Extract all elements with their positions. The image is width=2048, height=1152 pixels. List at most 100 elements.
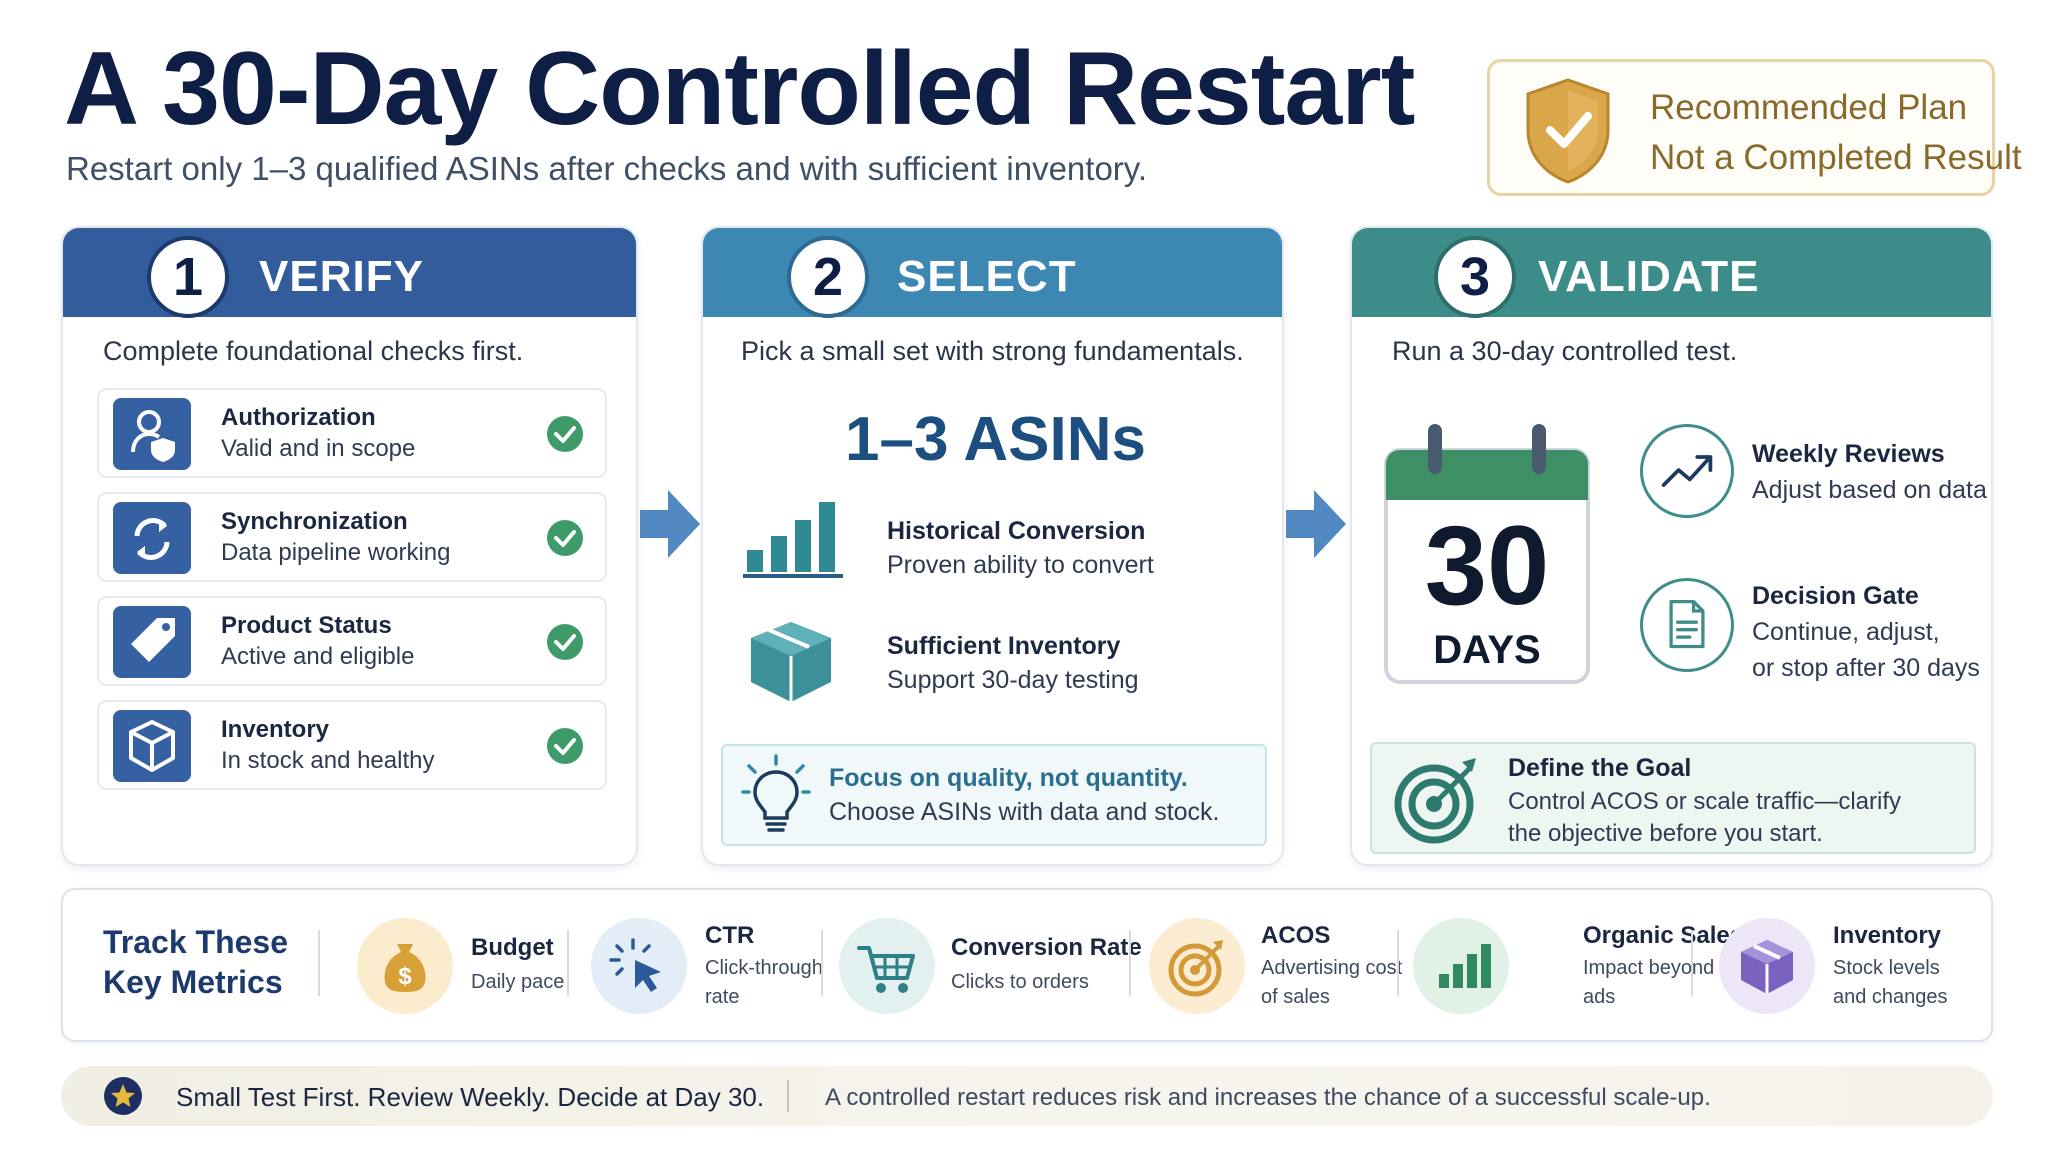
feature-desc: Proven ability to convert — [887, 551, 1154, 579]
step-number: 3 — [1434, 236, 1516, 318]
check-item-synchronization: Synchronization Data pipeline working — [97, 492, 607, 582]
metric-desc: Stock levels — [1833, 957, 1940, 979]
step-title: SELECT — [897, 252, 1077, 301]
metric-desc: Click-through — [705, 957, 823, 979]
quality-tip: Focus on quality, not quantity. Choose A… — [721, 744, 1267, 846]
badge-line-1: Recommended Plan — [1650, 88, 1968, 127]
metric-title: Conversion Rate — [951, 934, 1142, 961]
asin-highlight: 1–3 ASINs — [845, 405, 1146, 474]
divider — [787, 1080, 789, 1112]
metric-title: Inventory — [1833, 922, 1942, 949]
goal-title: Define the Goal — [1508, 754, 1692, 782]
step-intro: Run a 30-day controlled test. — [1392, 336, 1738, 366]
box-icon — [113, 710, 191, 782]
key-metrics-panel: Track These Key Metrics $ Budget Daily p… — [61, 888, 1993, 1042]
metric-desc: of sales — [1261, 986, 1330, 1008]
star-icon — [104, 1077, 142, 1115]
metric-title: ACOS — [1261, 922, 1331, 949]
check-title: Product Status — [221, 612, 392, 639]
metric-title: CTR — [705, 922, 755, 949]
box-icon — [1719, 918, 1815, 1014]
metric-desc: rate — [705, 986, 740, 1008]
metric-title: Budget — [471, 934, 554, 961]
goal-desc: the objective before you start. — [1508, 820, 1823, 847]
metrics-heading-line: Track These — [103, 924, 288, 960]
calendar-30-days: 30 DAYS — [1382, 420, 1592, 686]
check-circle-icon — [547, 416, 583, 452]
validate-item-desc: or stop after 30 days — [1752, 654, 1980, 682]
step-card-verify: 1 VERIFY Complete foundational checks fi… — [61, 226, 638, 866]
lightbulb-icon — [741, 754, 811, 832]
target-icon — [1149, 918, 1245, 1014]
check-desc: Data pipeline working — [221, 539, 451, 566]
check-item-product-status: Product Status Active and eligible — [97, 596, 607, 686]
validate-item-desc: Adjust based on data — [1752, 476, 1987, 504]
footer-banner: Small Test First. Review Weekly. Decide … — [61, 1066, 1993, 1126]
divider — [1691, 930, 1693, 996]
step-title: VALIDATE — [1538, 252, 1760, 301]
footer-note: A controlled restart reduces risk and in… — [825, 1084, 1711, 1111]
svg-text:$: $ — [398, 963, 412, 990]
money-bag-icon: $ — [357, 918, 453, 1014]
check-circle-icon — [547, 728, 583, 764]
step-intro: Pick a small set with strong fundamental… — [741, 336, 1244, 366]
check-desc: In stock and healthy — [221, 747, 435, 774]
metric-title: Organic Sales — [1583, 922, 1744, 949]
cursor-click-icon — [591, 918, 687, 1014]
step-card-validate: 3 VALIDATE Run a 30-day controlled test.… — [1350, 226, 1993, 866]
arrow-right-icon — [640, 490, 700, 558]
arrow-right-icon — [1286, 490, 1346, 558]
target-icon — [1394, 758, 1476, 844]
metric-desc: Daily pace — [471, 971, 565, 993]
metric-desc: Impact beyond — [1583, 957, 1715, 979]
step-header: 1 VERIFY — [63, 228, 636, 318]
check-title: Authorization — [221, 404, 376, 431]
document-icon — [1640, 578, 1734, 672]
step-title: VERIFY — [259, 252, 424, 301]
calendar-icon — [1384, 424, 1590, 684]
metric-desc: Advertising cost — [1261, 957, 1403, 979]
validate-item-desc: Continue, adjust, — [1752, 618, 1940, 646]
goal-desc: Control ACOS or scale traffic—clarify — [1508, 788, 1902, 815]
step-number: 1 — [147, 236, 229, 318]
shield-check-icon — [1526, 78, 1610, 184]
tip-desc: Choose ASINs with data and stock. — [829, 798, 1220, 826]
validate-item-title: Weekly Reviews — [1752, 440, 1945, 468]
metric-desc: and changes — [1833, 986, 1948, 1008]
check-desc: Valid and in scope — [221, 435, 416, 462]
check-circle-icon — [547, 520, 583, 556]
user-shield-icon — [113, 398, 191, 470]
metric-desc: ads — [1583, 986, 1616, 1008]
check-circle-icon — [547, 624, 583, 660]
metrics-heading: Track These Key Metrics — [103, 922, 303, 1002]
calendar-number: 30 — [1424, 503, 1550, 628]
divider — [821, 930, 823, 996]
check-desc: Active and eligible — [221, 643, 415, 670]
metric-desc: Clicks to orders — [951, 971, 1089, 993]
feature-desc: Support 30-day testing — [887, 666, 1139, 694]
step-intro: Complete foundational checks first. — [103, 336, 524, 366]
step-card-select: 2 SELECT Pick a small set with strong fu… — [701, 226, 1284, 866]
step-header: 2 SELECT — [703, 228, 1282, 318]
bar-chart-icon — [743, 502, 843, 578]
footer-tagline: Small Test First. Review Weekly. Decide … — [176, 1082, 765, 1112]
cart-icon — [839, 918, 935, 1014]
check-item-authorization: Authorization Valid and in scope — [97, 388, 607, 478]
check-title: Synchronization — [221, 508, 408, 535]
validate-item-title: Decision Gate — [1752, 582, 1919, 610]
bar-chart-icon — [1413, 918, 1509, 1014]
step-header: 3 VALIDATE — [1352, 228, 1991, 318]
metrics-heading-line: Key Metrics — [103, 964, 283, 1000]
step-number: 2 — [787, 236, 869, 318]
page-subtitle: Restart only 1–3 qualified ASINs after c… — [66, 150, 1148, 187]
divider — [1397, 930, 1399, 996]
page-title: A 30-Day Controlled Restart — [64, 31, 1415, 147]
divider — [318, 930, 320, 996]
trend-up-icon — [1640, 424, 1734, 518]
tip-title: Focus on quality, not quantity. — [829, 764, 1188, 792]
feature-title: Sufficient Inventory — [887, 632, 1121, 660]
calendar-label: DAYS — [1433, 628, 1541, 672]
define-goal-box: Define the Goal Control ACOS or scale tr… — [1370, 742, 1976, 854]
tag-icon — [113, 606, 191, 678]
divider — [567, 930, 569, 996]
